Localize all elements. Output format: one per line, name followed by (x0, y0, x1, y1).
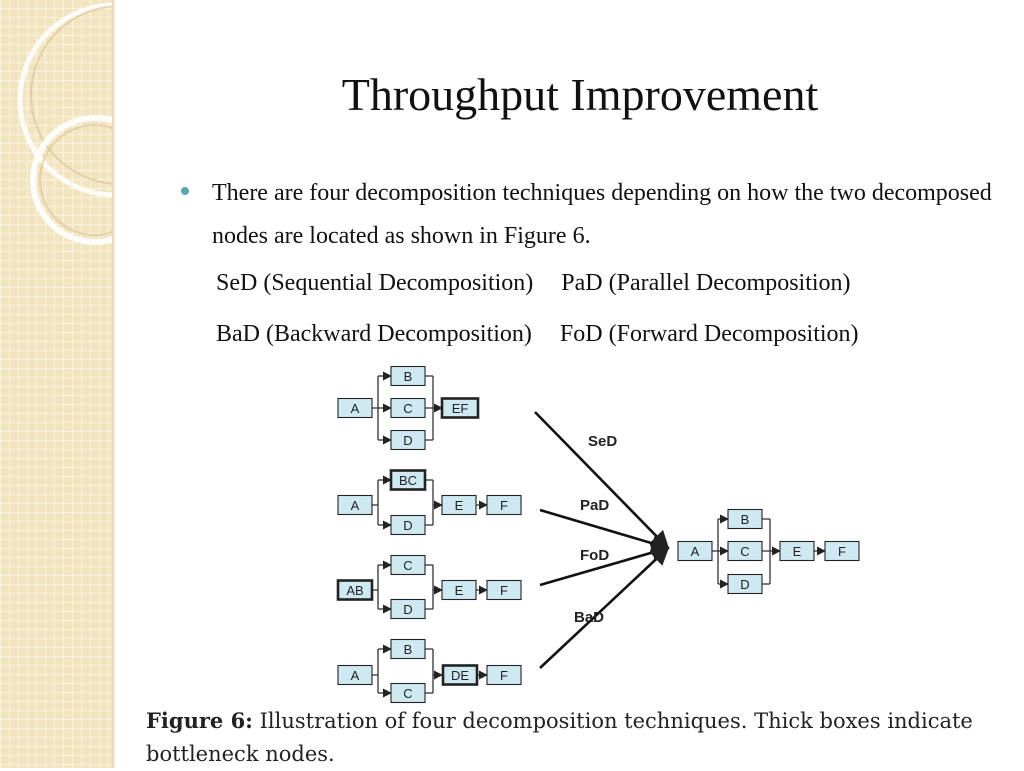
converge-arrow-3 (539, 543, 670, 587)
technique-fod: FoD (Forward Decomposition) (559, 321, 859, 347)
node-pad-f: F (486, 494, 522, 516)
arrow-label-bad: BaD (574, 609, 604, 626)
svg-text:A: A (351, 401, 360, 416)
bullet-text: There are four decomposition techniques … (212, 180, 992, 249)
node-pad-e: E (441, 494, 477, 516)
caption-label: Figure 6: (146, 708, 253, 733)
node-pad-a: A (337, 494, 373, 516)
node-bad-f: F (486, 664, 522, 686)
svg-text:B: B (741, 512, 750, 527)
svg-text:BC: BC (399, 473, 417, 488)
converge-arrow-1 (534, 411, 670, 550)
node-fod-e: E (441, 579, 477, 601)
svg-text:F: F (500, 498, 508, 513)
svg-text:C: C (403, 401, 412, 416)
node-result-d: D (727, 573, 763, 595)
node-result-e: E (779, 540, 815, 562)
node-pad-d: D (390, 514, 426, 536)
node-sed-a: A (337, 397, 373, 419)
node-fod-c: C (390, 554, 426, 576)
caption-text: Illustration of four decomposition techn… (146, 709, 973, 766)
node-bad-de: DE (441, 664, 479, 686)
node-bad-a: A (337, 664, 373, 686)
svg-text:D: D (403, 602, 412, 617)
technique-line-1: SeD (Sequential Decomposition) PaD (Paral… (216, 270, 851, 297)
node-sed-ef: EF (440, 397, 480, 419)
svg-text:F: F (500, 583, 508, 598)
converge-arrow-4 (539, 546, 670, 669)
svg-text:EF: EF (452, 401, 469, 416)
svg-text:D: D (403, 433, 412, 448)
node-bad-c: C (390, 682, 426, 704)
node-pad-bc: BC (389, 469, 427, 491)
node-result-f: F (824, 540, 860, 562)
svg-text:A: A (691, 544, 700, 559)
svg-text:E: E (455, 498, 464, 513)
svg-text:E: E (455, 583, 464, 598)
svg-text:E: E (793, 544, 802, 559)
node-fod-f: F (486, 579, 522, 601)
node-sed-b: B (390, 365, 426, 387)
node-sed-c: C (390, 397, 426, 419)
figure-caption: Figure 6: Illustration of four decomposi… (146, 704, 1016, 771)
svg-text:C: C (403, 686, 412, 701)
node-fod-d: D (390, 598, 426, 620)
node-result-b: B (727, 508, 763, 530)
svg-text:D: D (403, 518, 412, 533)
technique-sed: SeD (Sequential Decomposition) (216, 270, 534, 296)
converge-arrow-2 (539, 508, 670, 553)
svg-text:D: D (740, 577, 749, 592)
svg-text:B: B (404, 642, 413, 657)
node-result-c: C (727, 540, 763, 562)
arrow-label-pad: PaD (580, 497, 609, 514)
decorative-rings (17, 2, 114, 245)
technique-line-2: BaD (Backward Decomposition) FoD (Forward… (216, 321, 859, 348)
arrow-label-sed: SeD (588, 433, 617, 450)
svg-text:C: C (403, 558, 412, 573)
svg-text:F: F (500, 668, 508, 683)
arrow-label-fod: FoD (580, 547, 609, 564)
svg-text:DE: DE (451, 668, 469, 683)
technique-bad: BaD (Backward Decomposition) (216, 321, 532, 347)
node-sed-d: D (390, 429, 426, 451)
technique-pad: PaD (Parallel Decomposition) (561, 270, 851, 296)
decorative-sidebar (0, 0, 114, 768)
svg-text:B: B (404, 369, 413, 384)
slide-title: Throughput Improvement (341, 69, 819, 120)
node-bad-b: B (390, 638, 426, 660)
bullet-icon (181, 187, 189, 195)
node-result-a: A (677, 540, 713, 562)
svg-text:C: C (740, 544, 749, 559)
node-fod-ab: AB (336, 579, 374, 601)
svg-text:A: A (351, 498, 360, 513)
svg-text:A: A (351, 668, 360, 683)
svg-text:AB: AB (346, 583, 363, 598)
svg-text:F: F (838, 544, 846, 559)
sidebar-edge (112, 0, 116, 768)
